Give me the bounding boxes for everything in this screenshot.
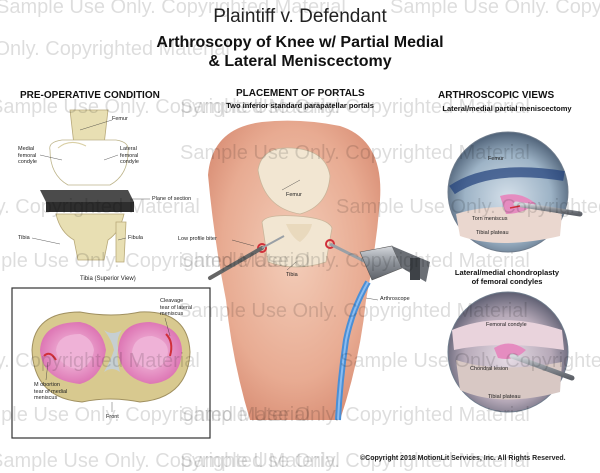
label-portal-tibia: Tibia	[286, 272, 298, 278]
tibia-superior-view-inset	[11, 287, 211, 439]
view2-title-line-1: Lateral/medial chondroplasty	[454, 268, 560, 277]
portals-heading: PLACEMENT OF PORTALS	[236, 88, 365, 99]
label-low-profile-biter: Low profile biter	[178, 236, 217, 242]
label-medial-condyle: Medial femoral condyle	[18, 146, 37, 165]
preop-knee-illustration	[31, 109, 150, 263]
portals-subheading: Two inferior standard parapatellar porta…	[226, 101, 374, 110]
views-heading: ARTHROSCOPIC VIEWS	[438, 90, 555, 101]
label-femur: Femur	[112, 116, 128, 122]
view2-title-line-2: of femoral condyles	[471, 277, 543, 286]
label-portal-femur: Femur	[286, 192, 302, 198]
label-view1-femur: Femur	[488, 156, 504, 162]
label-view2-chondral-lesion: Chondral lesion	[470, 366, 509, 372]
label-arthroscope: Arthroscope	[380, 296, 410, 302]
label-view1-tibial-plateau: Tibial plateau	[476, 230, 509, 236]
label-plane-of-section: Plane of section	[152, 196, 192, 202]
label-front: Front	[106, 414, 119, 420]
procedure-title: Arthroscopy of Knee w/ Partial Medial & …	[0, 33, 600, 71]
label-lateral-condyle: Lateral femoral condyle	[120, 146, 139, 165]
inset-title: Tibia (Superior View)	[80, 276, 136, 282]
label-view2-femoral-condyle: Femoral condyle	[486, 322, 527, 328]
view1-title: Lateral/medial partial meniscectomy	[442, 104, 572, 113]
arthroscopic-view-1	[447, 131, 583, 253]
view2-title: Lateral/medial chondroplasty of femoral …	[412, 268, 600, 286]
label-fibula: Fibula	[128, 235, 143, 241]
label-medial-tear: M obortion tear of medial meniscus	[34, 382, 68, 401]
label-view1-torn-meniscus: Torn meniscus	[472, 216, 508, 222]
label-view2-tibial-plateau: Tibial plateau	[488, 394, 521, 400]
procedure-title-line-2: & Lateral Meniscectomy	[208, 53, 392, 70]
label-tibia: Tibia	[18, 235, 30, 241]
label-cleavage-tear: Cleavage tear of lateral meniscus	[160, 298, 193, 317]
procedure-title-line-1: Arthroscopy of Knee w/ Partial Medial	[156, 34, 444, 51]
preop-heading: PRE-OPERATIVE CONDITION	[20, 90, 160, 101]
case-title: Plaintiff v. Defendant	[213, 6, 387, 27]
arthroscopic-view-2	[447, 291, 575, 413]
knee-portals-illustration	[208, 120, 430, 421]
copyright-notice: ©Copyright 2018 MotionLit Services, Inc.…	[360, 455, 566, 462]
